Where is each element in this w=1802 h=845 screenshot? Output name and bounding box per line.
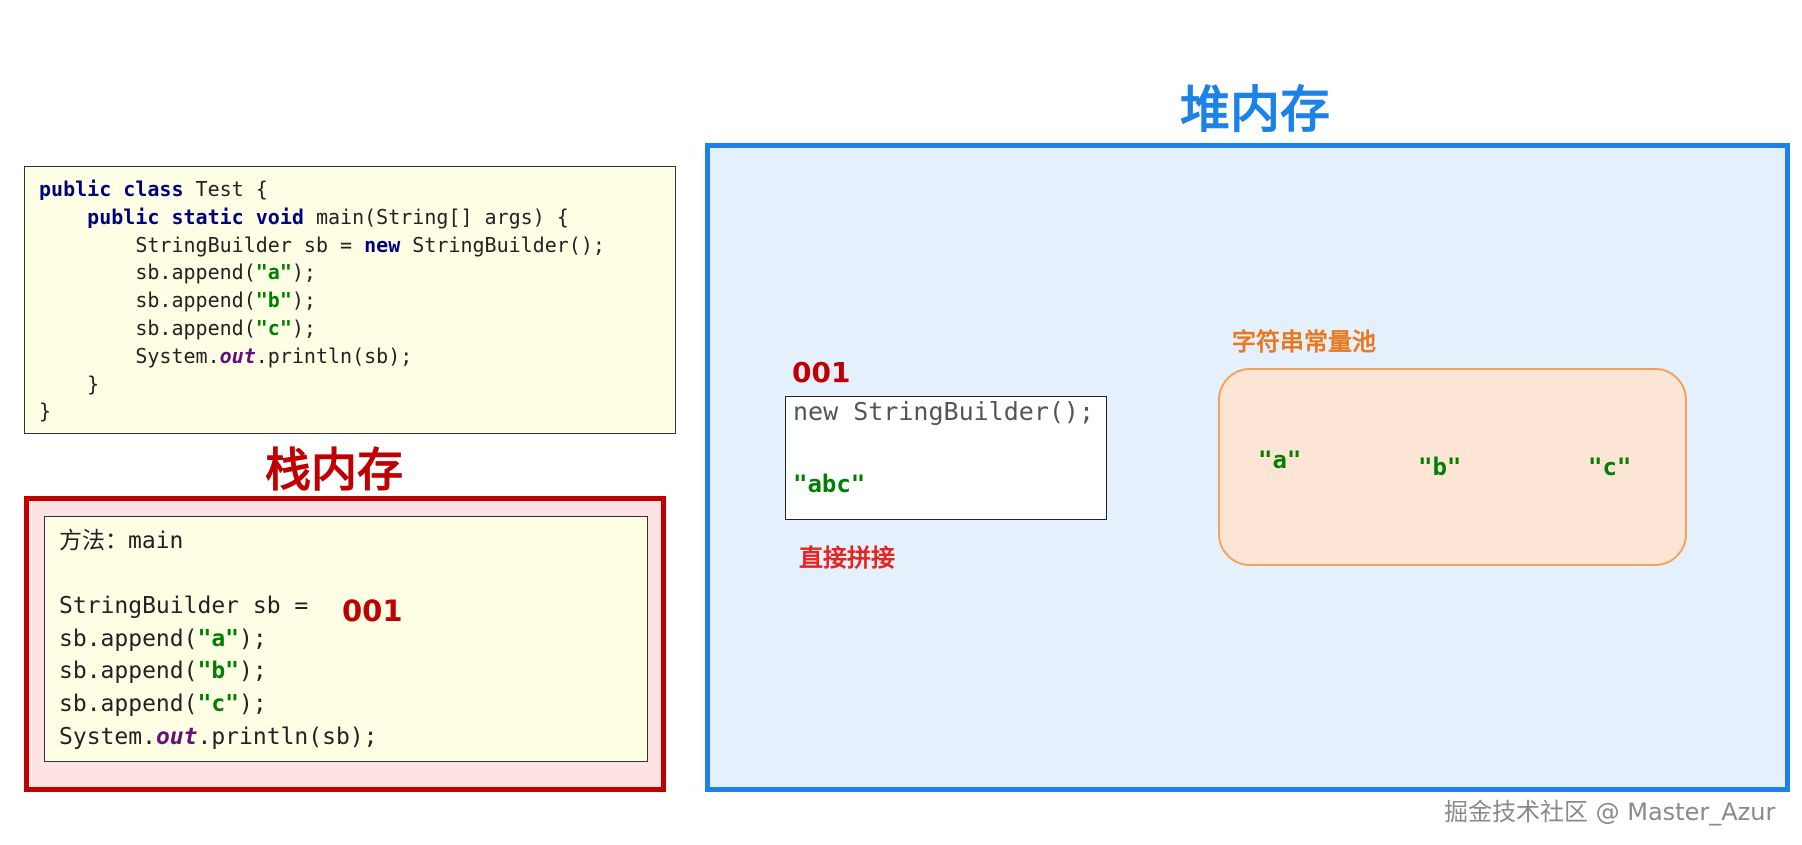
heap-memory-title: 堆内存 bbox=[1180, 81, 1330, 139]
heap-object-address: 001 bbox=[792, 356, 851, 389]
pool-literal-c: "c" bbox=[1588, 453, 1632, 481]
code-string-literal: "b" bbox=[255, 288, 292, 313]
stringbuilder-object-label: new StringBuilder(); bbox=[793, 397, 1095, 426]
stringbuilder-object bbox=[785, 396, 1107, 520]
stack-frame-line: System.out.println(sb); bbox=[59, 721, 647, 754]
code-line: System.out.println(sb); bbox=[39, 343, 675, 371]
code-line: sb.append("c"); bbox=[39, 315, 675, 343]
code-line: } bbox=[39, 371, 675, 399]
code-keyword: new bbox=[364, 232, 401, 257]
stack-frame-code-text: ); bbox=[239, 690, 267, 717]
stack-frame-static-field: out bbox=[155, 723, 198, 750]
stack-frame-string-literal: "c" bbox=[197, 690, 240, 717]
code-code-text: sb.append( bbox=[39, 288, 256, 313]
code-panel: public class Test { public static void m… bbox=[24, 166, 676, 434]
string-pool-title: 字符串常量池 bbox=[1232, 328, 1376, 356]
code-line: } bbox=[39, 398, 675, 426]
stringbuilder-object-value: "abc" bbox=[793, 470, 866, 498]
stack-memory-title: 栈内存 bbox=[265, 443, 403, 497]
code-line: public class Test { bbox=[39, 176, 675, 204]
code-string-literal: "c" bbox=[255, 315, 292, 340]
code-code-text bbox=[39, 205, 87, 229]
code-keyword: public static void bbox=[87, 204, 304, 229]
main-method-frame: 方法：main​StringBuilder sb =sb.append("a")… bbox=[44, 516, 648, 762]
stack-frame-line: sb.append("b"); bbox=[59, 655, 647, 688]
code-code-text: ); bbox=[291, 260, 316, 285]
stack-frame-string-literal: "a" bbox=[197, 625, 240, 652]
code-code-text: .println(sb); bbox=[255, 343, 413, 368]
code-code-text: sb.append( bbox=[39, 260, 256, 285]
code-line: StringBuilder sb = new StringBuilder(); bbox=[39, 232, 675, 260]
code-code-text: System. bbox=[39, 343, 220, 368]
stack-frame-line: sb.append("c"); bbox=[59, 688, 647, 721]
stack-frame-code-text: System. bbox=[59, 723, 156, 750]
code-code-text: sb.append( bbox=[39, 315, 256, 340]
code-line: sb.append("a"); bbox=[39, 259, 675, 287]
code-string-literal: "a" bbox=[255, 260, 292, 285]
code-code-text: } bbox=[39, 371, 100, 396]
code-line: sb.append("b"); bbox=[39, 287, 675, 315]
pool-literal-a: "a" bbox=[1258, 446, 1302, 474]
stack-frame-code-text: sb.append( bbox=[59, 625, 198, 652]
code-static-field: out bbox=[219, 343, 256, 368]
code-code-text: Test { bbox=[183, 177, 268, 201]
code-code-text: main(String[] args) { bbox=[303, 204, 569, 229]
string-constant-pool bbox=[1218, 368, 1687, 566]
stack-frame-line: sb.append("a"); bbox=[59, 623, 647, 656]
code-code-text: ); bbox=[291, 288, 316, 313]
stack-frame-code-text: ); bbox=[239, 658, 267, 685]
stack-frame-code-text: ); bbox=[239, 625, 267, 652]
code-code-text: StringBuilder sb = bbox=[39, 232, 365, 257]
stack-frame-code-text: sb.append( bbox=[59, 658, 198, 685]
stack-frame-code-text: sb.append( bbox=[59, 690, 198, 717]
stack-frame-line: StringBuilder sb = bbox=[59, 590, 647, 623]
stack-frame-string-literal: "b" bbox=[197, 658, 240, 685]
stack-frame-code-text: .println(sb); bbox=[197, 723, 378, 750]
code-code-text: } bbox=[39, 399, 52, 424]
stack-frame-code-text: 方法：main bbox=[59, 528, 184, 554]
stack-reference-address: 001 bbox=[342, 594, 403, 628]
stack-frame-line: ​ bbox=[59, 558, 647, 591]
code-code-text: ); bbox=[291, 315, 316, 340]
pool-literal-b: "b" bbox=[1418, 453, 1462, 481]
code-code-text: StringBuilder(); bbox=[400, 232, 605, 257]
stack-frame-line: 方法：main bbox=[59, 525, 647, 558]
stack-frame-code-text: StringBuilder sb = bbox=[59, 593, 309, 620]
code-line: public static void main(String[] args) { bbox=[39, 204, 675, 232]
code-keyword: public class bbox=[39, 177, 184, 201]
watermark: 掘金技术社区 @ Master_Azur bbox=[1444, 798, 1776, 826]
direct-concat-note: 直接拼接 bbox=[799, 544, 895, 572]
